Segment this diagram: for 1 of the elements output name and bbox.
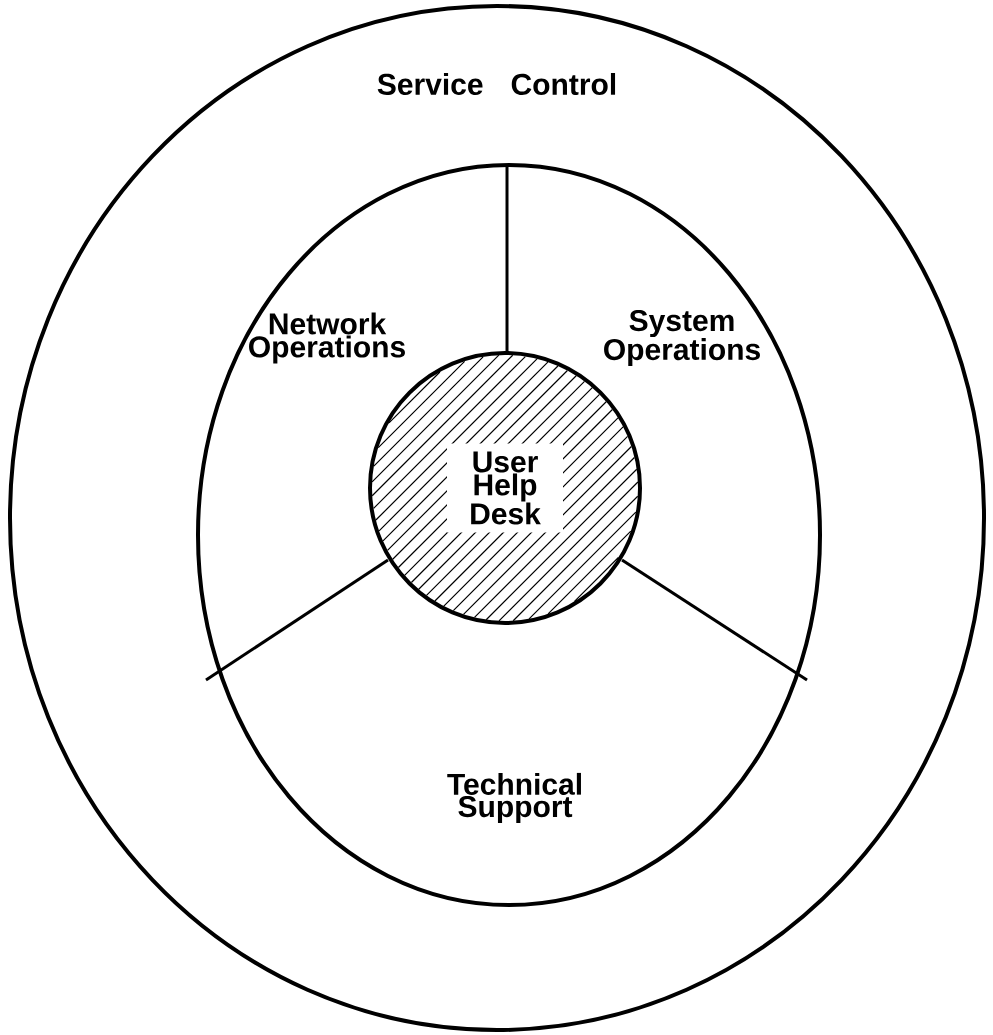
sector-label: Technical Support: [447, 772, 581, 824]
